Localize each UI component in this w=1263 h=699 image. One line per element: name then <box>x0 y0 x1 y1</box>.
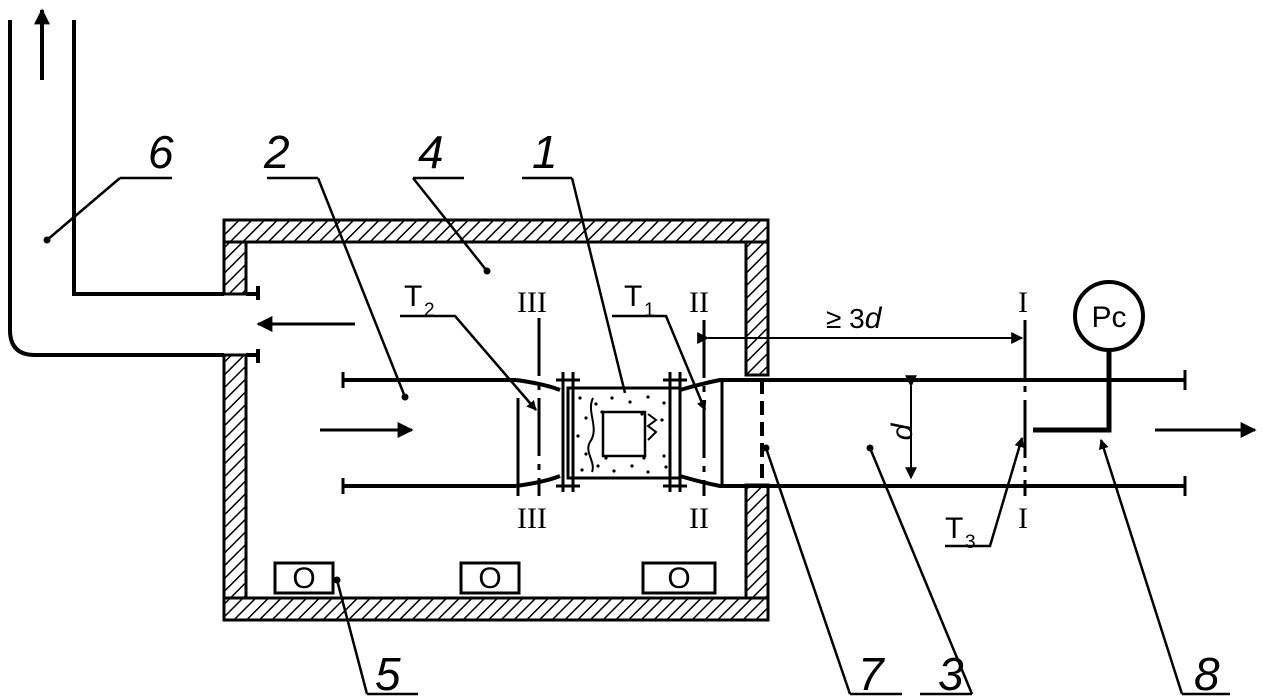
label-5: 5 <box>375 648 401 699</box>
section-iii-bottom-label: III <box>517 502 547 535</box>
label-4: 4 <box>418 126 444 178</box>
label-2: 2 <box>263 126 290 178</box>
section-i-top-label: I <box>1018 286 1028 319</box>
section-iii <box>516 318 541 496</box>
flange-left <box>556 372 580 492</box>
fan-unit <box>641 561 717 595</box>
fan-symbol: O <box>667 562 690 595</box>
chamber-walls <box>222 218 770 622</box>
svg-text:2: 2 <box>424 300 435 321</box>
dimension-label: ≥ 3d <box>826 302 883 335</box>
filter-element <box>566 386 682 480</box>
svg-text:T: T <box>404 280 422 313</box>
label-1: 1 <box>532 126 558 178</box>
sensor-t3-label: T 3 <box>945 512 976 553</box>
fan-symbol: O <box>292 562 315 595</box>
section-iii-top-label: III <box>517 286 547 319</box>
sensor-t1-label: T 1 <box>624 280 655 321</box>
svg-text:T: T <box>945 512 963 545</box>
section-i-bottom-label: I <box>1018 502 1028 535</box>
section-ii-bottom-label: II <box>689 502 709 535</box>
fan-unit <box>273 561 335 595</box>
exhaust-duct <box>8 8 224 357</box>
section-ii-top-label: II <box>689 286 709 319</box>
gauge-label: Pc <box>1091 301 1126 334</box>
leader-lines <box>43 176 1230 696</box>
label-7: 7 <box>858 648 885 699</box>
svg-text:3: 3 <box>965 532 976 553</box>
svg-text:T: T <box>624 280 642 313</box>
label-3: 3 <box>938 648 964 699</box>
sensor-t2-label: T 2 <box>404 280 435 321</box>
label-8: 8 <box>1194 648 1220 699</box>
fan-unit <box>459 561 521 595</box>
fan-units <box>273 561 717 595</box>
dimension-line <box>697 332 1024 480</box>
svg-text:1: 1 <box>644 300 655 321</box>
fan-symbol: O <box>478 562 501 595</box>
diameter-label: d <box>886 422 919 440</box>
label-6: 6 <box>148 126 174 178</box>
flange-right <box>663 372 687 492</box>
